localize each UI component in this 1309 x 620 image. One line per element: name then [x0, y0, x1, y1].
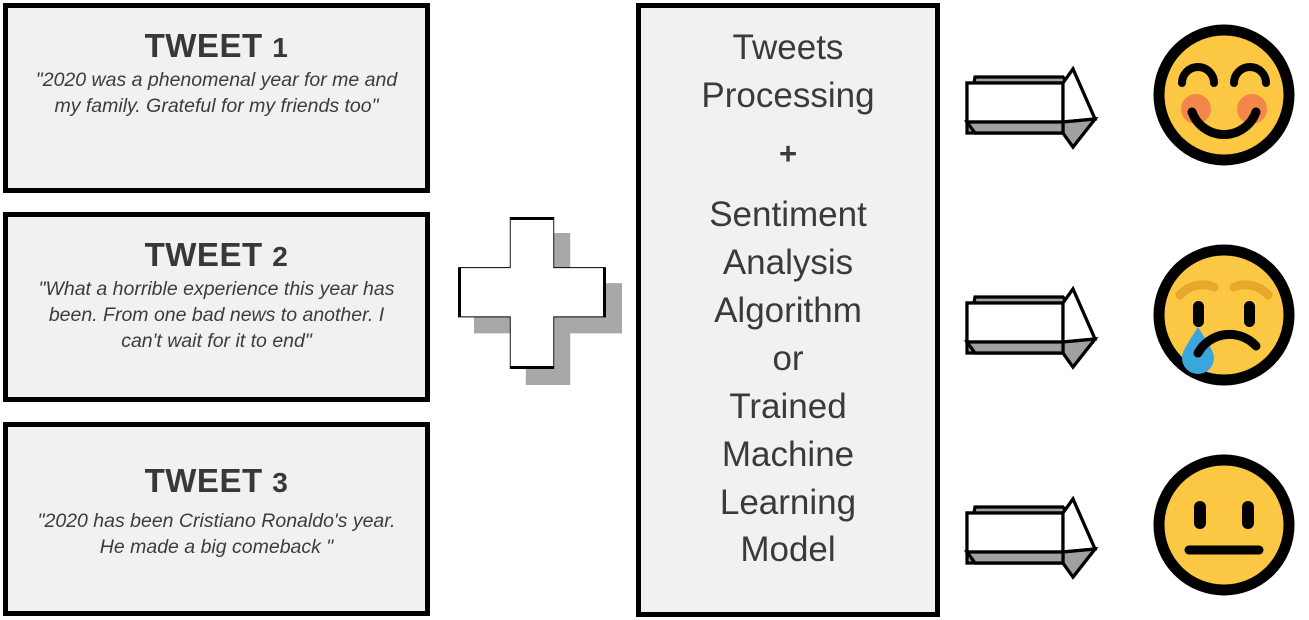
tweet-card-2[interactable]: TWEET 2 "What a horrible experience this…: [3, 212, 430, 402]
plus-sign-fill: [461, 220, 603, 366]
crying-face-emoji: [1153, 244, 1295, 386]
neutral-face-emoji: [1153, 454, 1295, 596]
arrow-to-negative-icon: [963, 285, 1099, 370]
processing-line-sentiment: Sentiment: [709, 194, 867, 234]
tweet-card-3-title-label: TWEET: [144, 462, 263, 499]
processing-line-processing: Processing: [701, 75, 875, 115]
tweet-card-3-title: TWEET 3: [144, 462, 289, 499]
processing-line-learning: Learning: [719, 482, 857, 522]
processing-line-model: Model: [740, 530, 836, 570]
processing-line-or: or: [772, 338, 804, 378]
processing-box: Tweets Processing + Sentiment Analysis A…: [636, 3, 940, 617]
tweet-card-1[interactable]: TWEET 1 "2020 was a phenomenal year for …: [3, 3, 430, 193]
processing-plus-symbol: +: [778, 135, 798, 171]
tweet-card-2-number: 2: [272, 241, 289, 272]
processing-line-tweets: Tweets: [732, 28, 844, 67]
tweet-card-1-title-label: TWEET: [144, 27, 263, 64]
plus-sign-outline: [458, 217, 606, 369]
tweet-card-1-title: TWEET 1: [144, 27, 289, 64]
tweet-card-1-number: 1: [272, 32, 289, 63]
tweet-card-2-text: "What a horrible experience this year ha…: [38, 278, 395, 353]
processing-line-machine: Machine: [721, 434, 855, 474]
arrow-to-neutral-icon: [963, 495, 1099, 580]
tweet-card-3[interactable]: TWEET 3 "2020 has been Cristiano Ronaldo…: [3, 422, 430, 616]
plus-sign-icon: [452, 215, 622, 390]
processing-line-trained: Trained: [729, 386, 847, 426]
processing-line-analysis: Analysis: [722, 242, 854, 282]
processing-line-algorithm: Algorithm: [714, 290, 862, 330]
tweet-card-1-text: "2020 was a phenomenal year for me and m…: [35, 69, 398, 118]
arrow-to-positive-icon: [963, 65, 1099, 150]
tweet-card-2-title: TWEET 2: [144, 236, 289, 273]
tweet-card-3-number: 3: [272, 467, 289, 498]
tweet-card-3-text: "2020 has been Cristiano Ronaldo's year.…: [37, 510, 396, 559]
tweet-card-2-title-label: TWEET: [144, 236, 263, 273]
smiling-face-with-smiling-eyes-emoji: [1153, 24, 1295, 166]
